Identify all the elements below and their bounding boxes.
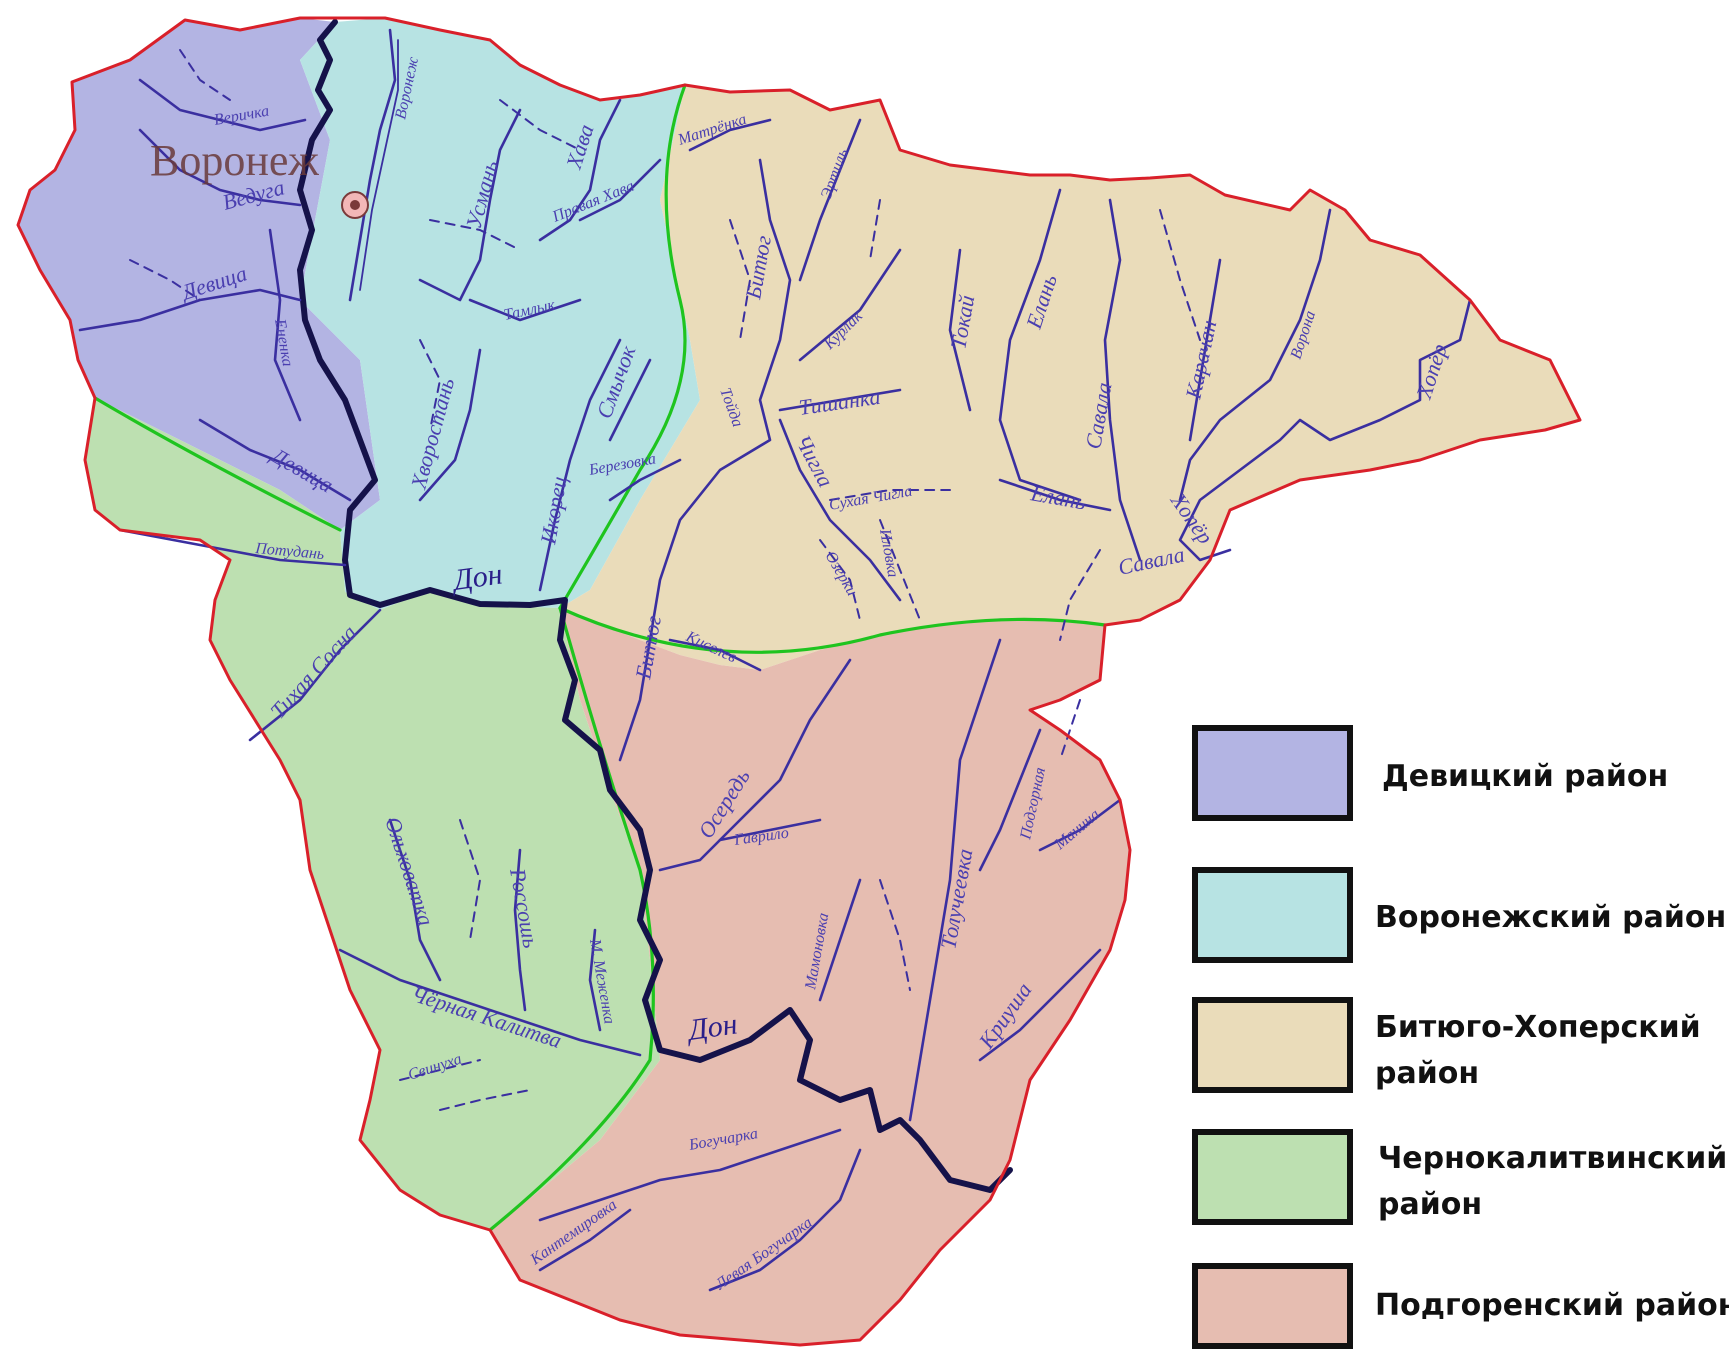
river-voronezh bbox=[348, 28, 397, 302]
legend-label: Воронежский район bbox=[1375, 900, 1726, 935]
legend-item-podgorensky: Подгоренский район bbox=[1192, 1263, 1729, 1349]
legend-label: Битюго-Хоперский bbox=[1375, 1010, 1701, 1045]
river-usman bbox=[418, 108, 522, 302]
legend-swatch bbox=[1192, 1263, 1353, 1349]
legend-label: район bbox=[1378, 1187, 1482, 1222]
river-label-potudan: Потудань bbox=[254, 540, 325, 563]
river-kiselev bbox=[668, 638, 762, 672]
region-voronezhsky[interactable] bbox=[300, 18, 700, 610]
watershed-divide bbox=[93, 396, 342, 532]
river-tamlyk bbox=[468, 298, 582, 322]
river-khvorostan bbox=[418, 348, 482, 502]
map-legend: Девицкий район Воронежский район Битюго-… bbox=[1192, 725, 1729, 1349]
river-stream bbox=[439, 1089, 531, 1111]
region-border bbox=[16, 16, 1582, 1347]
river-kurlak bbox=[798, 248, 902, 362]
river-don bbox=[297, 19, 1013, 1193]
river-savala bbox=[1103, 198, 1142, 562]
river-khoper bbox=[1178, 298, 1472, 562]
legend-swatch bbox=[1192, 867, 1353, 963]
river-devitsa bbox=[198, 418, 352, 502]
river-ertil bbox=[798, 118, 862, 282]
river-potudan bbox=[118, 528, 347, 567]
river-vorona bbox=[1178, 208, 1332, 502]
river-stream bbox=[1059, 699, 1081, 761]
river-tokai bbox=[948, 248, 972, 412]
river-label-don: Дон bbox=[448, 557, 504, 597]
river-stream bbox=[429, 219, 521, 251]
watershed-divide bbox=[488, 606, 655, 1232]
river-stream bbox=[499, 99, 581, 151]
river-gavrilo bbox=[718, 818, 822, 842]
river-elan bbox=[998, 478, 1112, 512]
river-khava bbox=[538, 98, 622, 242]
legend-item-chernokalitvinsky: Чернокалитвинский район bbox=[1192, 1129, 1727, 1225]
river-mamonovka bbox=[818, 878, 862, 1002]
city-label: Воронеж bbox=[150, 136, 319, 185]
river-levaya-bogucharka bbox=[708, 1148, 862, 1292]
river-veduga bbox=[138, 128, 302, 207]
river-sukhaya-chigla bbox=[829, 489, 951, 501]
river-veriyka bbox=[138, 78, 307, 132]
river-ikorets bbox=[538, 338, 622, 592]
legend-swatch bbox=[1192, 1129, 1353, 1225]
river-manina bbox=[1038, 798, 1122, 852]
river-karachan bbox=[1188, 258, 1222, 442]
river-stream bbox=[459, 819, 481, 941]
legend-swatch bbox=[1192, 725, 1353, 821]
river-svinukha bbox=[399, 1059, 481, 1081]
legend-label: Девицкий район bbox=[1382, 759, 1668, 794]
legend-item-bityug-khopersky: Битюго-Хоперский район bbox=[1192, 997, 1701, 1093]
river-boguchar bbox=[538, 1128, 842, 1222]
river-chernaya-kalitva bbox=[338, 948, 642, 1057]
river-m-mezhenka bbox=[588, 928, 602, 1032]
river-elan bbox=[998, 188, 1082, 502]
legend-item-voronezhsky: Воронежский район bbox=[1192, 867, 1726, 963]
river-smychok bbox=[608, 358, 652, 442]
legend-label: Чернокалитвинский bbox=[1378, 1141, 1727, 1176]
legend-label: район bbox=[1375, 1056, 1479, 1091]
river-rossosh bbox=[513, 848, 527, 1012]
river-enenka bbox=[268, 228, 302, 422]
river-voronezh bbox=[359, 39, 399, 291]
river-berezovka bbox=[608, 458, 682, 502]
river-olkhovatka bbox=[388, 818, 442, 982]
region-podgorensky[interactable] bbox=[490, 608, 1130, 1345]
legend-swatch bbox=[1192, 997, 1353, 1093]
river-ilovka bbox=[879, 519, 921, 621]
river-kantemirovka bbox=[538, 1208, 632, 1272]
river-stream bbox=[729, 219, 751, 341]
city-voronezh[interactable]: Воронеж bbox=[150, 136, 369, 219]
river-stream bbox=[1159, 209, 1201, 341]
river-bityug bbox=[618, 158, 792, 762]
region-chernokalitvinsky[interactable] bbox=[85, 398, 660, 1230]
legend-item-devitsky: Девицкий район bbox=[1192, 725, 1668, 821]
river-stream bbox=[869, 199, 881, 261]
river-chigla bbox=[778, 418, 902, 602]
river-stream bbox=[1059, 549, 1101, 641]
river-stream bbox=[179, 49, 231, 101]
river-label-don: Дон bbox=[683, 1007, 739, 1047]
river-tishanka bbox=[778, 388, 902, 412]
city-marker-icon bbox=[350, 200, 360, 210]
river-osered bbox=[658, 658, 852, 872]
river-matrenka bbox=[688, 118, 772, 152]
river-kriusha bbox=[978, 948, 1102, 1062]
river-stream bbox=[129, 259, 201, 301]
river-podgornaya bbox=[978, 728, 1042, 872]
watershed-divide bbox=[558, 83, 687, 610]
river-pravaya-khava bbox=[578, 158, 662, 222]
watershed-divide bbox=[558, 606, 1107, 654]
river-tikhaya-sosna bbox=[248, 608, 382, 742]
river-stream bbox=[879, 879, 911, 991]
region-devitsky[interactable] bbox=[18, 18, 380, 530]
river-ozerki bbox=[819, 539, 861, 621]
legend-label: Подгоренский район bbox=[1375, 1288, 1729, 1323]
river-tolucheevka bbox=[908, 638, 1002, 1122]
